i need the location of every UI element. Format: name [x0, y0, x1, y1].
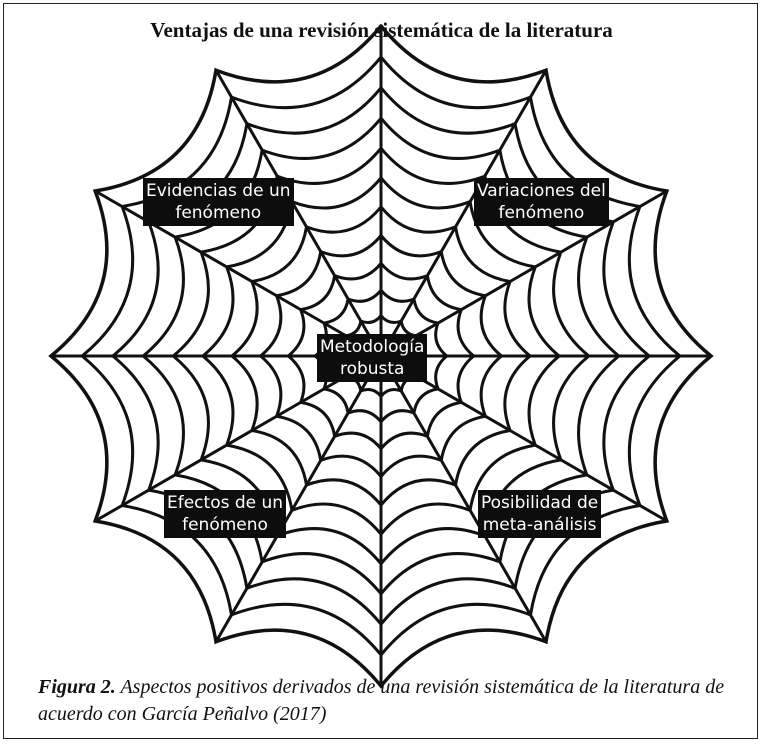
node-posibilidad: Posibilidad de meta-análisis: [478, 490, 602, 538]
node-efectos-line2: fenómeno: [182, 515, 268, 535]
node-efectos: Efectos de un fenómeno: [164, 490, 287, 538]
web-spoke: [379, 68, 548, 358]
web-spoke: [379, 354, 669, 523]
web-ring: [200, 176, 562, 537]
node-evidencias: Evidencias de un fenómeno: [143, 178, 294, 226]
node-variaciones: Variaciones del fenómeno: [474, 178, 609, 226]
web-ring: [48, 24, 714, 689]
node-variaciones-line1: Variaciones del: [477, 181, 606, 201]
node-metodologia: Metodología robusta: [317, 334, 428, 382]
node-metodologia-line1: Metodología: [320, 337, 425, 357]
web-ring: [79, 55, 683, 658]
web-spoke: [214, 354, 383, 644]
web-spoke: [379, 354, 548, 644]
web-ring: [312, 288, 450, 425]
node-evidencias-line2: fenómeno: [175, 203, 262, 223]
web-spoke: [93, 354, 383, 523]
caption-label: Figura 2.: [38, 676, 116, 698]
web-ring: [140, 116, 622, 597]
web-ring: [285, 261, 477, 452]
web-spoke: [379, 189, 669, 358]
web-spoke: [93, 189, 383, 358]
caption-text: Aspectos positivos derivados de una revi…: [38, 676, 725, 725]
web-ring: [170, 146, 592, 567]
web-spoke: [214, 68, 383, 358]
node-evidencias-line1: Evidencias de un: [146, 181, 291, 201]
node-metodologia-line2: robusta: [339, 359, 405, 379]
node-posibilidad-line2: meta-análisis: [482, 515, 597, 535]
figure-caption: Figura 2. Aspectos positivos derivados d…: [38, 674, 738, 728]
node-posibilidad-line1: Posibilidad de: [481, 493, 599, 513]
web-ring: [258, 234, 504, 479]
node-efectos-line1: Efectos de un: [167, 493, 284, 513]
web-ring: [229, 205, 533, 508]
node-variaciones-line2: fenómeno: [498, 203, 585, 223]
